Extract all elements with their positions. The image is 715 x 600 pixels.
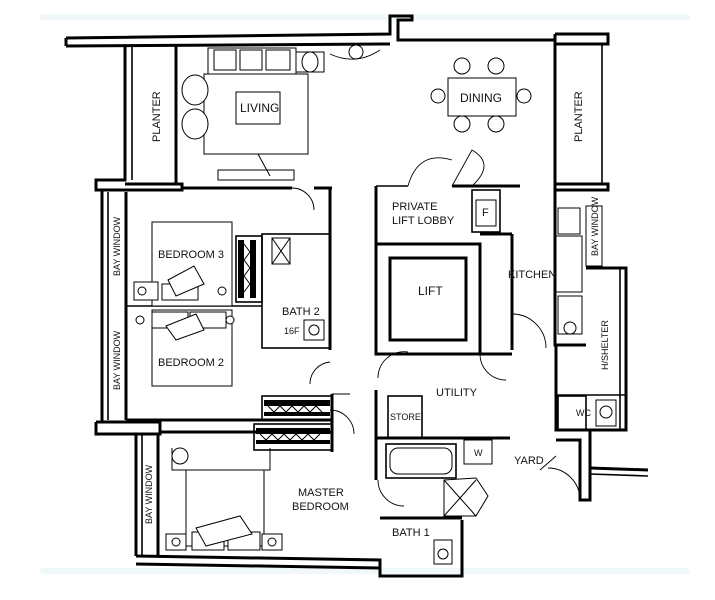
- living-furniture: [181, 44, 381, 181]
- room-label-master-bedroom: BEDROOM: [292, 501, 349, 513]
- room-label-planter-right: PLANTER: [573, 91, 585, 142]
- watermark-bands: [40, 14, 690, 574]
- room-label-household-shelter: H/SHELTER: [600, 320, 610, 370]
- doors: [291, 149, 581, 507]
- bay-window-label-2: BAY WINDOW: [112, 330, 122, 390]
- room-label-utility: UTILITY: [436, 387, 478, 399]
- bath2-sub-label: 16F: [284, 326, 300, 336]
- room-label-wc: WC: [576, 408, 591, 418]
- outer-walls: [64, 14, 649, 578]
- bay-window-label-1: BAY WINDOW: [112, 216, 122, 276]
- room-label-bedroom3: BEDROOM 3: [158, 249, 224, 261]
- room-label-master: MASTER: [298, 487, 344, 499]
- room-label-lift-lobby: LIFT LOBBY: [392, 215, 455, 227]
- washer-mark: W: [474, 448, 483, 458]
- bedroom2-furniture: [135, 309, 235, 387]
- room-label-planter-left: PLANTER: [151, 91, 163, 142]
- bedroom3-furniture: [133, 221, 233, 307]
- room-label-dining: DINING: [460, 91, 502, 105]
- bath1-fixtures: [389, 399, 617, 565]
- room-label-private: PRIVATE: [392, 201, 437, 213]
- wardrobes: [238, 240, 330, 444]
- room-label-living: LIVING: [240, 101, 279, 115]
- fridge-mark: F: [482, 207, 489, 219]
- room-labels: LIVING DINING PLANTER PLANTER PRIVATE LI…: [112, 91, 610, 539]
- bath2-fixtures: [271, 237, 325, 341]
- room-label-yard: YARD: [514, 455, 544, 467]
- dining-furniture: [430, 57, 532, 133]
- bay-window-label-3: BAY WINDOW: [144, 464, 154, 524]
- room-label-store: STORE: [390, 412, 421, 422]
- room-label-lift: LIFT: [418, 284, 443, 298]
- interior-walls: [126, 184, 626, 520]
- room-label-bath1: BATH 1: [392, 527, 430, 539]
- master-furniture: [165, 447, 283, 551]
- kitchen-fixtures: [475, 199, 603, 335]
- bay-window-label-4: BAY WINDOW: [590, 196, 600, 256]
- room-label-kitchen: KITCHEN: [508, 269, 556, 281]
- room-label-bath2: BATH 2: [282, 306, 320, 318]
- room-label-bedroom2: BEDROOM 2: [158, 357, 224, 369]
